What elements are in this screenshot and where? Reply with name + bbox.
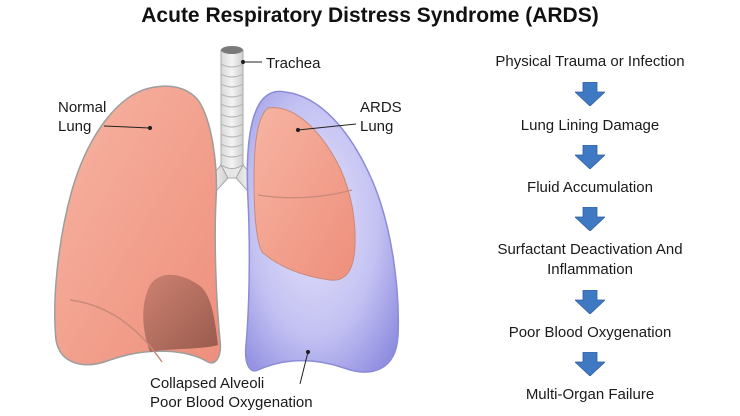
ards-lung-label-line2: Lung xyxy=(360,118,394,135)
normal-lung-shape xyxy=(54,85,222,366)
normal-lung-label: Normal Lung xyxy=(58,98,106,136)
down-arrow-icon xyxy=(575,352,605,376)
flow-step-1-text: Physical Trauma or Infection xyxy=(495,53,685,70)
down-arrow-icon xyxy=(575,145,605,169)
down-arrow-icon xyxy=(575,290,605,314)
flow-step-5: Poor Blood Oxygenation xyxy=(470,323,710,343)
flow-step-4-text-line2: Inflammation xyxy=(547,261,633,278)
ards-lung-label-line1: ARDS xyxy=(360,99,402,116)
flow-step-4-text-line1: Surfactant Deactivation And xyxy=(497,241,683,258)
leader-lines xyxy=(103,59,357,385)
flow-step-6-text: Multi-Organ Failure xyxy=(525,386,655,403)
collapsed-label-line2: Poor Blood Oxygenation xyxy=(150,394,313,411)
normal-lung-label-line1: Normal xyxy=(58,99,107,116)
flow-step-3-text: Fluid Accumulation xyxy=(527,179,653,196)
flow-step-2-text: Lung Lining Damage xyxy=(520,117,660,134)
flow-step-5-text: Poor Blood Oxygenation xyxy=(508,324,672,341)
flow-step-4: Surfactant Deactivation And Inflammation xyxy=(470,240,710,280)
normal-lung-label-line2: Lung xyxy=(58,118,92,135)
collapsed-label-line1: Collapsed Alveoli xyxy=(150,375,265,392)
down-arrow-icon xyxy=(575,82,605,106)
ards-lung-label: ARDS Lung xyxy=(360,98,402,136)
collapsed-alveoli-label: Collapsed Alveoli Poor Blood Oxygenation xyxy=(150,374,313,412)
flow-step-6: Multi-Organ Failure xyxy=(470,385,710,405)
trachea-label: Trachea xyxy=(266,55,321,72)
page-title: Acute Respiratory Distress Syndrome (ARD… xyxy=(141,4,599,27)
flow-step-1: Physical Trauma or Infection xyxy=(470,52,710,72)
flow-step-2: Lung Lining Damage xyxy=(470,116,710,136)
down-arrow-icon xyxy=(575,207,605,231)
ards-lung-shape xyxy=(244,90,400,373)
flow-step-3: Fluid Accumulation xyxy=(470,178,710,198)
